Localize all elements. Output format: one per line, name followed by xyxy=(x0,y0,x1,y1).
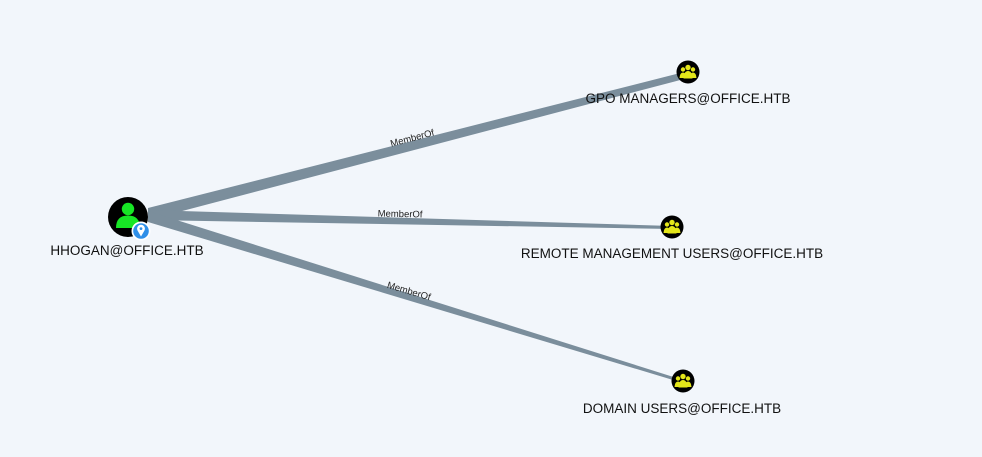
map-pin-icon xyxy=(131,221,151,241)
node-remote-management-users[interactable]: REMOTE MANAGEMENT USERS@OFFICE.HTB xyxy=(521,215,823,262)
group-icon xyxy=(674,373,692,388)
node-hhogan[interactable]: HHOGAN@OFFICE.HTB xyxy=(50,197,204,258)
node-gpo-managers[interactable]: GPO MANAGERS@OFFICE.HTB xyxy=(586,60,791,107)
edge-hhogan-remote-management-users[interactable] xyxy=(148,210,672,229)
group-icon xyxy=(663,219,681,234)
node-label-remote-management-users: REMOTE MANAGEMENT USERS@OFFICE.HTB xyxy=(521,246,823,261)
edge-hhogan-domain-users[interactable] xyxy=(148,211,683,383)
group-icon xyxy=(679,64,697,79)
edge-label-remote-management-users: MemberOf xyxy=(378,208,423,220)
node-label-hhogan: HHOGAN@OFFICE.HTB xyxy=(50,243,203,258)
node-label-gpo-managers: GPO MANAGERS@OFFICE.HTB xyxy=(586,91,791,106)
node-domain-users[interactable]: DOMAIN USERS@OFFICE.HTB xyxy=(583,369,781,417)
node-label-domain-users: DOMAIN USERS@OFFICE.HTB xyxy=(583,401,781,416)
edge-hhogan-gpo-managers[interactable] xyxy=(148,71,688,220)
